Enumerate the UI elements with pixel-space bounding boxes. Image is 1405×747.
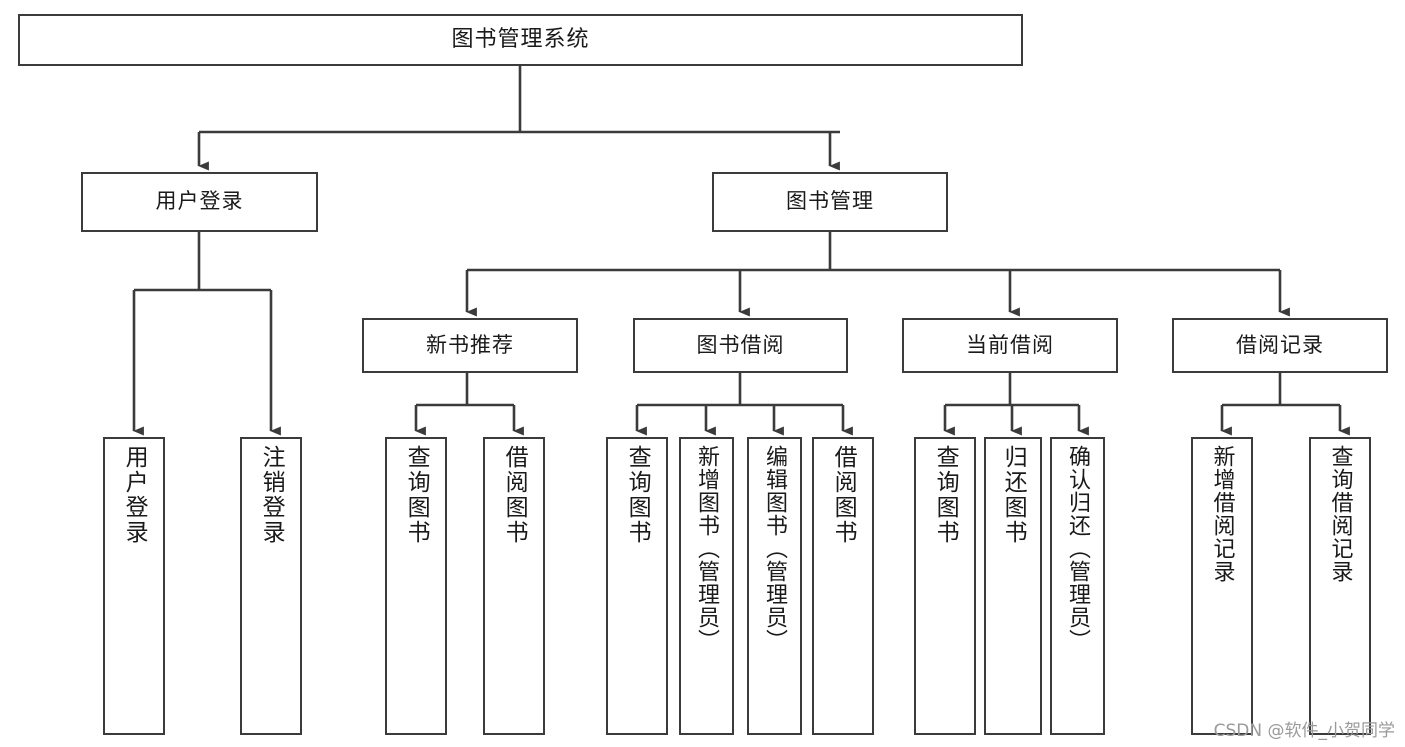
leaf-return-book-label: 归还图书: [1000, 445, 1027, 545]
leaf-query-book-borrow[interactable]: 查询图书: [606, 437, 668, 735]
leaf-query-borrow-record[interactable]: 查询借阅记录: [1309, 437, 1371, 735]
leaf-add-borrow-record[interactable]: 新增借阅记录: [1191, 437, 1253, 735]
node-new-book-recommend[interactable]: 新书推荐: [362, 318, 578, 373]
leaf-add-book-admin-label: 新增图书（管理员）: [694, 445, 720, 652]
leaf-query-borrow-record-label: 查询借阅记录: [1327, 445, 1353, 583]
leaf-query-book-current[interactable]: 查询图书: [914, 437, 976, 735]
node-book-management-label: 图书管理: [786, 189, 874, 214]
node-book-management[interactable]: 图书管理: [712, 172, 948, 232]
leaf-borrow-book-borrow-label: 借阅图书: [830, 445, 857, 545]
watermark-text: CSDN @软件_小贺同学: [1213, 721, 1395, 741]
leaf-borrow-book-newbook[interactable]: 借阅图书: [483, 437, 545, 735]
leaf-return-book[interactable]: 归还图书: [984, 437, 1042, 735]
leaf-user-login-label: 用户登录: [121, 445, 148, 545]
node-root-system-label: 图书管理系统: [451, 26, 590, 52]
leaf-borrow-book-newbook-label: 借阅图书: [501, 445, 528, 545]
leaf-add-book-admin[interactable]: 新增图书（管理员）: [679, 437, 734, 735]
node-current-borrow[interactable]: 当前借阅: [902, 318, 1118, 373]
leaf-add-borrow-record-label: 新增借阅记录: [1209, 445, 1235, 583]
leaf-user-login[interactable]: 用户登录: [103, 437, 165, 735]
leaf-logout-label: 注销登录: [258, 445, 285, 545]
leaf-borrow-book-borrow[interactable]: 借阅图书: [812, 437, 874, 735]
leaf-logout[interactable]: 注销登录: [240, 437, 302, 735]
leaf-edit-book-admin[interactable]: 编辑图书（管理员）: [747, 437, 802, 735]
node-borrow-record[interactable]: 借阅记录: [1172, 318, 1388, 373]
leaf-query-book-borrow-label: 查询图书: [624, 445, 651, 545]
leaf-confirm-return-admin[interactable]: 确认归还（管理员）: [1050, 437, 1105, 735]
leaf-query-book-newbook[interactable]: 查询图书: [385, 437, 447, 735]
node-book-borrow-label: 图书借阅: [696, 332, 785, 357]
leaf-query-book-current-label: 查询图书: [932, 445, 959, 545]
node-new-book-recommend-label: 新书推荐: [426, 332, 514, 357]
leaf-query-book-newbook-label: 查询图书: [403, 445, 430, 545]
node-root-system[interactable]: 图书管理系统: [18, 14, 1023, 66]
node-current-borrow-label: 当前借阅: [966, 332, 1054, 357]
leaf-edit-book-admin-label: 编辑图书（管理员）: [762, 445, 788, 652]
node-book-borrow[interactable]: 图书借阅: [633, 318, 848, 373]
node-user-login-label: 用户登录: [155, 189, 244, 214]
leaf-confirm-return-admin-label: 确认归还（管理员）: [1065, 445, 1091, 652]
node-user-login[interactable]: 用户登录: [81, 172, 318, 232]
node-borrow-record-label: 借阅记录: [1236, 332, 1324, 357]
